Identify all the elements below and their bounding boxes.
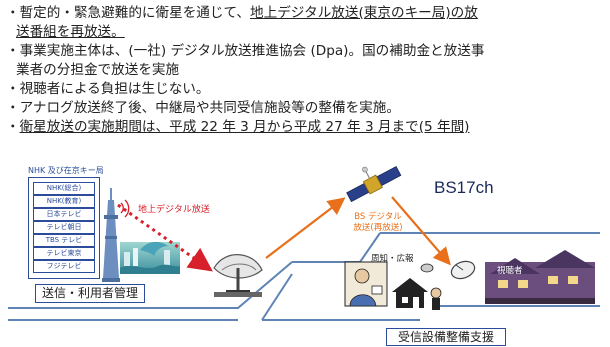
station-label: NHK(総合) — [33, 182, 95, 195]
dolphin-icon — [140, 241, 168, 256]
bs-label-line2: 放送(再放送) — [353, 223, 403, 233]
publicity-label: 周知・広報 — [371, 254, 414, 264]
city-sea-image — [120, 241, 180, 274]
uplink-arrow — [265, 197, 346, 259]
bullet-2-continued: 業者の分担金で放送を実施 — [16, 62, 180, 78]
bullet-5-underlined: 衛星放送の実施期間は、平成 22 年 3 月から平成 27 年 3 月まで(5 … — [19, 119, 470, 135]
bullet-1-underlined: 地上デジタル放送(東京のキー局)の放 — [250, 5, 478, 21]
station-label: 日本テレビ — [33, 208, 95, 221]
station-label: TBS テレビ — [33, 234, 95, 247]
satellite-icon — [346, 165, 402, 203]
bs-label-line1: BS デジタル — [354, 212, 402, 222]
bullet-2: ・事業実施主体は、(一社) デジタル放送推進協会 (Dpa)。国の補助金と放送事 — [6, 43, 485, 59]
bullet-5: ・衛星放送の実施期間は、平成 22 年 3 月から平成 27 年 3 月まで(5… — [6, 119, 470, 135]
bullet-list: ・暫定的・緊急避難的に衛星を通じて、地上デジタル放送(東京のキー局)の放 送番組… — [6, 4, 606, 137]
viewer-dish-icon — [450, 260, 476, 280]
bullet-1: ・暫定的・緊急避難的に衛星を通じて、地上デジタル放送(東京のキー局)の放 — [6, 4, 606, 23]
channel-label: BS17ch — [434, 178, 494, 197]
bullet-1-continued: 送番組を再放送。 — [6, 23, 606, 42]
station-label: フジテレビ — [33, 260, 95, 273]
bullet-1-line2: 送番組を再放送。 — [16, 24, 125, 40]
terrestrial-label: 地上デジタル放送 — [138, 205, 210, 215]
bs-label: BS デジタル 放送(再放送) — [348, 212, 408, 234]
bullet-3: ・視聴者による負担は生じない。 — [6, 81, 210, 97]
station-label: テレビ朝日 — [33, 221, 95, 234]
uplink-dish-icon — [213, 254, 263, 297]
publicity-person-icon — [344, 261, 388, 307]
transmit-management-box: 送信・利用者管理 — [35, 284, 145, 303]
tv-tower-icon — [102, 188, 120, 282]
downlink-arrow — [391, 196, 451, 266]
receiver-support-box: 受信設備整備支援 — [386, 328, 506, 346]
station-label: NHK(教育) — [33, 195, 95, 208]
house-with-dish-icon — [392, 263, 442, 310]
viewer-house-image — [485, 250, 595, 304]
bullet-4: ・アナログ放送終了後、中継局や共同受信施設等の整備を実施。 — [6, 100, 400, 116]
viewer-label: 視聴者 — [497, 266, 523, 276]
terrestrial-waves-icon — [120, 199, 130, 218]
bullet-1-prefix: ・暫定的・緊急避難的に衛星を通じて、 — [6, 5, 251, 21]
terrestrial-arrow — [117, 203, 213, 272]
stations-title: NHK 及び在京キー局 — [28, 166, 104, 175]
station-label: テレビ東京 — [33, 247, 95, 260]
ground-band — [8, 232, 600, 321]
